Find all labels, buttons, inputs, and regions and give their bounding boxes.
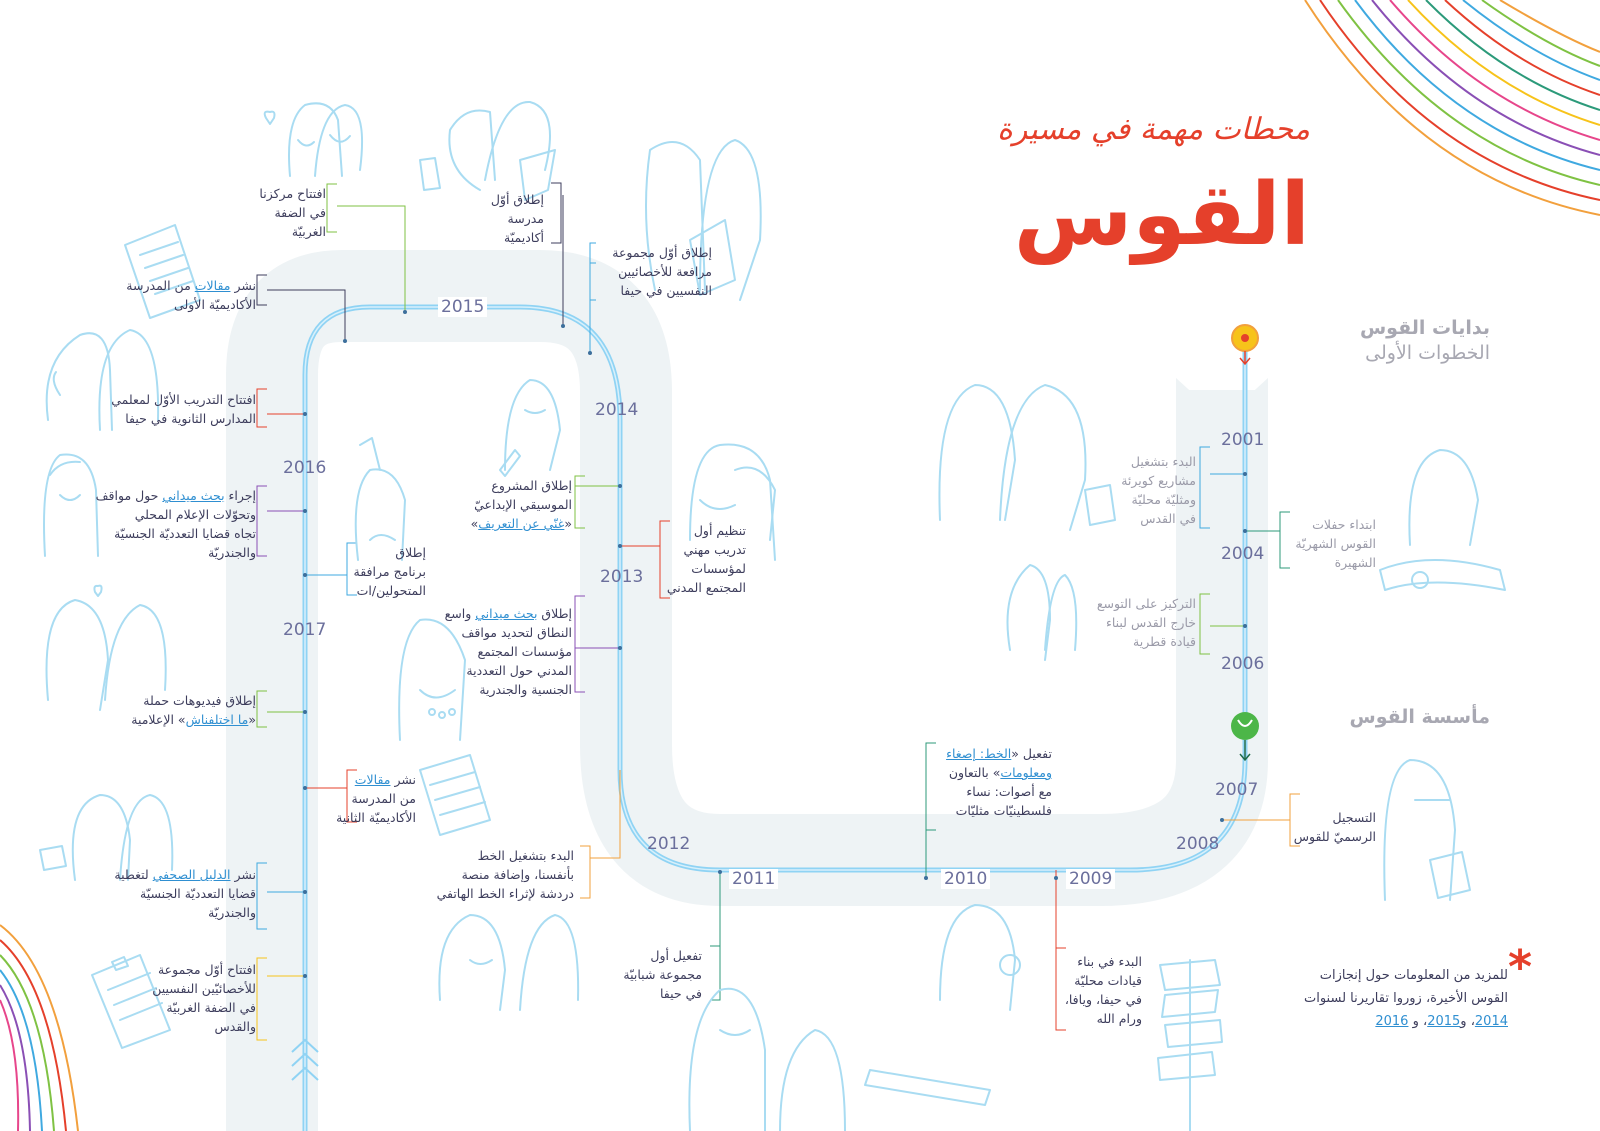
section-first-steps: الخطوات الأولى [1365, 342, 1490, 364]
document-illustration [124, 224, 201, 319]
section-founding: مأسسة القوس [1349, 706, 1490, 728]
timeline-band [226, 250, 1268, 1131]
companion-illustration [354, 437, 406, 561]
timeline-end-chevron [226, 1000, 318, 1060]
asterisk-icon: * [1508, 940, 1533, 994]
year-label: 2016 [283, 458, 327, 478]
researcher-illustration [43, 453, 99, 557]
report-2015-link[interactable]: 2015 [1427, 1014, 1461, 1029]
articles-link[interactable]: مقالات [194, 278, 231, 293]
year-label: 2013 [600, 567, 644, 587]
year-label: 2010 [941, 869, 991, 889]
event-2017-videos: إطلاق فيديوهات حملة «ما اختلفناش» الإعلا… [131, 693, 256, 727]
decorative-arcs-bottom-left [0, 924, 79, 1131]
society-illustration [398, 618, 466, 741]
year-label: 2009 [1066, 869, 1116, 889]
report-2016-link[interactable]: 2016 [1375, 1014, 1409, 1029]
hotline-link[interactable]: الخط: إصغاء [946, 746, 1012, 761]
trainer-illustration [689, 443, 776, 561]
year-label: 2017 [283, 620, 327, 640]
journalists-illustration [39, 794, 174, 881]
year-label: 2004 [1221, 544, 1265, 564]
hotline-link[interactable]: ومعلومات [1000, 765, 1052, 780]
field-research-link[interactable]: بحث ميداني [475, 606, 538, 621]
event-2016-media: إجراء بحث ميداني حول مواقف وتحوّلات الإع… [95, 488, 256, 560]
founders-illustration [938, 384, 1116, 531]
campaign-link[interactable]: ما اختلفناش [185, 712, 249, 727]
readers-illustration [419, 100, 556, 201]
media-research-link[interactable]: بحث ميداني [162, 488, 225, 503]
hotline-illustration [438, 914, 580, 1011]
founding-leaf-icon [1231, 712, 1259, 762]
year-label: 2008 [1176, 834, 1220, 854]
year-label: 2007 [1215, 780, 1259, 800]
articles-link[interactable]: مقالات [354, 772, 391, 787]
year-label: 2001 [1221, 430, 1265, 450]
connectors [256, 182, 1300, 1041]
report-2014-link[interactable]: 2014 [1474, 1014, 1508, 1029]
campaign-couple-illustration [45, 584, 167, 711]
clipboard-illustration [91, 954, 171, 1049]
year-label: 2015 [438, 297, 488, 317]
event-2013-research: إطلاق بحث ميداني واسع النطاق لتحديد مواق… [444, 606, 572, 697]
start-pin-icon [1231, 324, 1259, 366]
year-label: 2014 [595, 400, 639, 420]
year-label: 2012 [647, 834, 691, 854]
youth-illustration [688, 987, 846, 1131]
decorative-arcs-top-right [1304, 0, 1600, 216]
event-2015-articles: نشر مقالات من المدرسة الأكاديميّة الأولى [126, 278, 256, 312]
couple-illustration [263, 102, 364, 177]
page-subtitle: محطات مهمة في مسيرة [997, 112, 1310, 147]
couple-book-illustration [645, 139, 762, 301]
official-illustration [1383, 759, 1471, 901]
dj-illustration [1379, 449, 1506, 591]
year-label: 2011 [729, 869, 779, 889]
track-chevrons [291, 1038, 319, 1081]
timeline-start-chevron [1176, 378, 1268, 432]
section-beginnings: بدايات القوس [1359, 317, 1490, 339]
illustrations [39, 100, 1506, 1131]
singer-illustration [499, 379, 561, 477]
reports-note: للمزيد من المعلومات حول إنجازات القوس ال… [1303, 968, 1508, 1029]
signpost-illustration [1157, 959, 1223, 1131]
event-2017-guide: نشر الدليل الصحفي لتغطية قضايا التعدديّة… [114, 867, 256, 920]
event-2010: تفعيل «الخط: إصغاء ومعلومات» بالتعاون مع… [946, 746, 1052, 818]
page-title: القوس [1013, 165, 1310, 265]
track-dots [303, 310, 1247, 978]
year-label: 2006 [1221, 654, 1265, 674]
teachers-illustration [45, 329, 160, 431]
leaders-illustration [1006, 564, 1078, 661]
music-project-link[interactable]: غنّي عن التعريف [478, 516, 565, 531]
headset-person-illustration [864, 904, 1021, 1106]
press-guide-link[interactable]: الدليل الصحفي [152, 867, 231, 882]
papers-illustration [419, 754, 491, 836]
